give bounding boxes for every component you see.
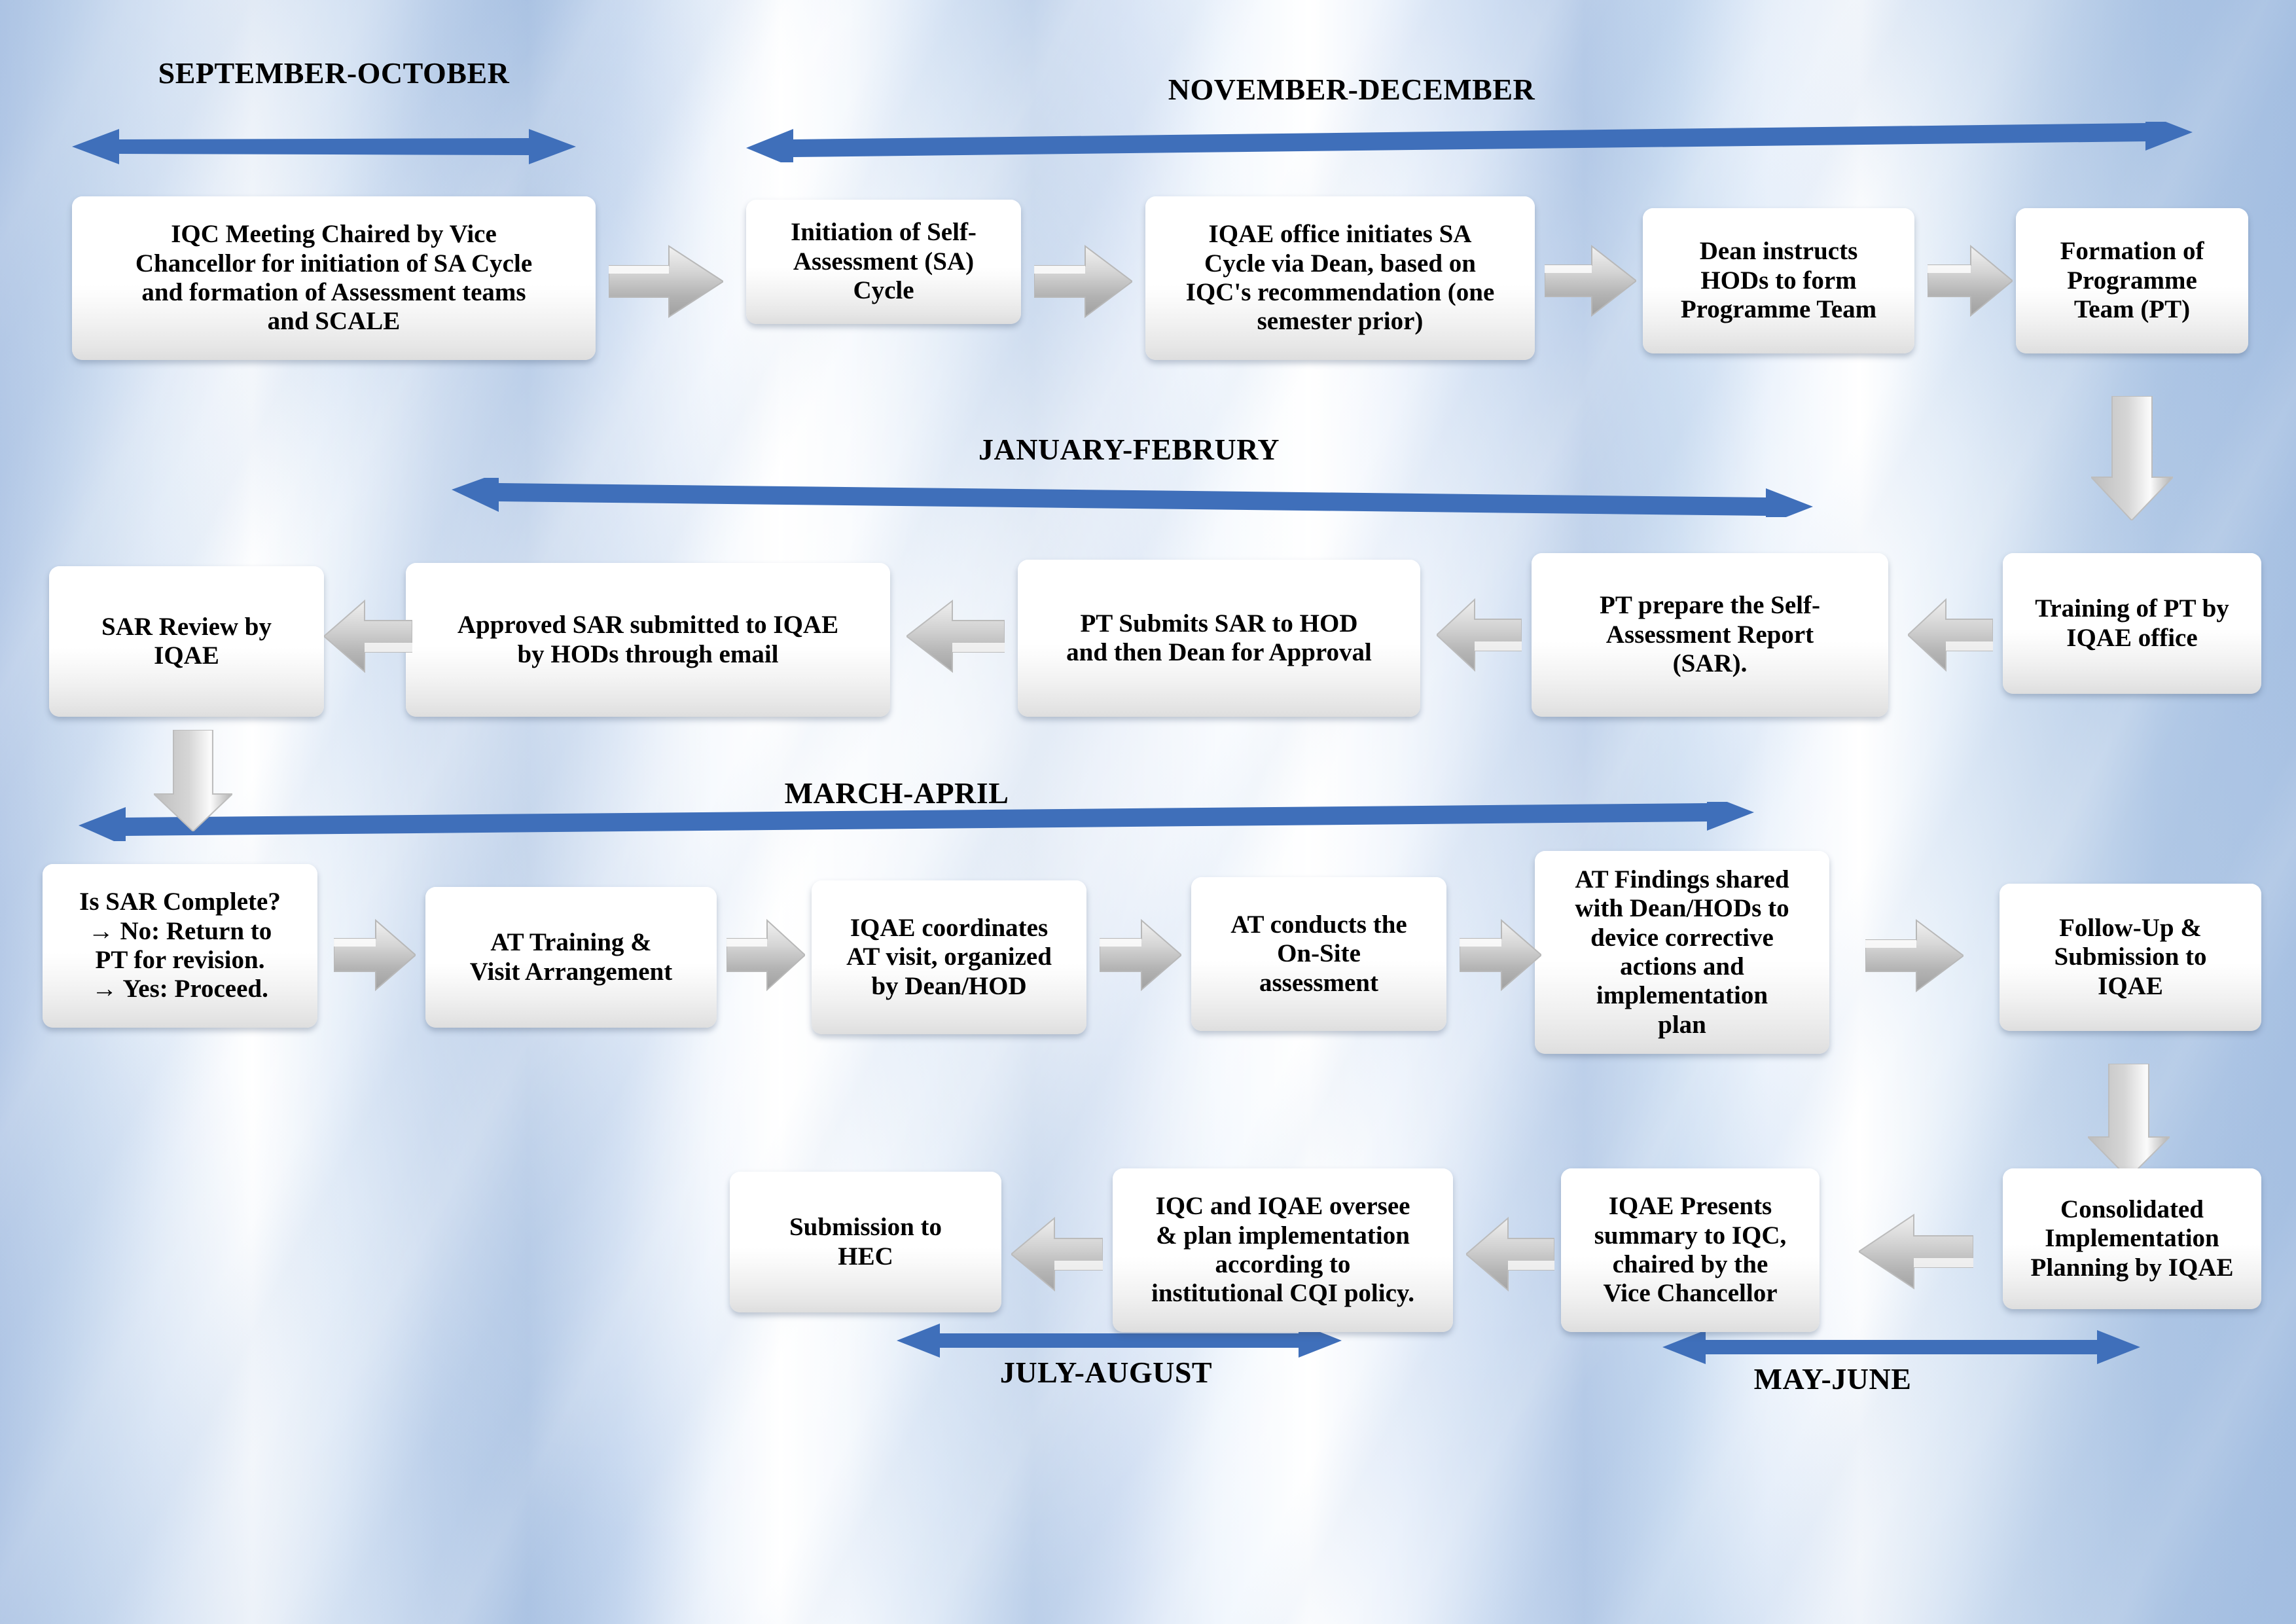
process-box-iqae-coordinates-at-visit[interactable]: IQAE coordinates AT visit, organized by … [812, 880, 1086, 1034]
period-label-january-februry: JANUARY-FEBRURY [978, 433, 1280, 466]
process-box-iqae-initiates-sa-cycle[interactable]: IQAE office initiates SA Cycle via Dean,… [1145, 196, 1535, 360]
process-box-label: IQAE coordinates AT visit, organized by … [846, 913, 1052, 1000]
timeline-arrow-july-august [897, 1322, 1342, 1359]
connector-arrow-down-1 [2091, 396, 2173, 520]
process-box-pt-prepare-sar[interactable]: PT prepare the Self- Assessment Report (… [1532, 553, 1888, 717]
process-box-is-sar-complete[interactable]: Is SAR Complete? → No: Return to PT for … [43, 864, 317, 1028]
process-box-initiation-sa-cycle[interactable]: Initiation of Self- Assessment (SA) Cycl… [746, 200, 1021, 324]
process-box-label: IQAE Presents summary to IQC, chaired by… [1594, 1192, 1787, 1308]
period-label-march-april: MARCH-APRIL [784, 776, 1009, 810]
timeline-arrow-january-februry [452, 478, 1813, 517]
process-box-label: Is SAR Complete? → No: Return to PT for … [79, 888, 281, 1003]
process-box-iqae-presents-summary[interactable]: IQAE Presents summary to IQC, chaired by… [1561, 1168, 1820, 1332]
process-box-label: Submission to HEC [789, 1213, 942, 1271]
process-box-label: Dean instructs HODs to form Programme Te… [1680, 237, 1877, 324]
process-box-label: AT Findings shared with Dean/HODs to dev… [1575, 865, 1789, 1039]
process-box-label: PT prepare the Self- Assessment Report (… [1600, 591, 1820, 678]
process-box-at-training-visit[interactable]: AT Training & Visit Arrangement [425, 887, 717, 1028]
process-box-label: Formation of Programme Team (PT) [2060, 237, 2204, 324]
process-box-label: AT Training & Visit Arrangement [469, 928, 673, 986]
process-box-sar-review-by-iqae[interactable]: SAR Review by IQAE [49, 566, 324, 717]
period-label-july-august: JULY-AUGUST [999, 1356, 1213, 1389]
connector-arrow-down-2 [154, 730, 232, 831]
connector-arrow-left-4 [324, 597, 412, 676]
period-label-november-december: NOVEMBER-DECEMBER [1168, 73, 1535, 106]
process-box-label: Initiation of Self- Assessment (SA) Cycl… [791, 218, 977, 305]
connector-arrow-right-5 [334, 916, 416, 994]
process-box-followup-submission[interactable]: Follow-Up & Submission to IQAE [2000, 884, 2261, 1031]
connector-arrow-right-6 [726, 916, 805, 994]
process-box-at-findings-shared[interactable]: AT Findings shared with Dean/HODs to dev… [1535, 851, 1829, 1054]
period-label-september-october: SEPTEMBER-OCTOBER [158, 56, 510, 90]
connector-arrow-right-8 [1460, 916, 1541, 994]
process-box-label: Consolidated Implementation Planning by … [2030, 1195, 2234, 1282]
connector-arrow-left-3 [906, 597, 1005, 676]
connector-arrow-left-1 [1908, 596, 1993, 674]
connector-arrow-left-2 [1437, 596, 1522, 674]
process-box-consolidated-implementation[interactable]: Consolidated Implementation Planning by … [2003, 1168, 2261, 1309]
process-box-label: Training of PT by IQAE office [2035, 594, 2229, 652]
connector-arrow-right-3 [1545, 242, 1636, 319]
connector-arrow-left-7 [1011, 1214, 1103, 1294]
process-box-label: Follow-Up & Submission to IQAE [2054, 913, 2207, 1000]
process-box-label: AT conducts the On-Site assessment [1230, 910, 1407, 997]
process-box-at-conducts-onsite[interactable]: AT conducts the On-Site assessment [1191, 877, 1446, 1031]
connector-arrow-right-2 [1034, 242, 1132, 321]
process-box-dean-instructs-hods[interactable]: Dean instructs HODs to form Programme Te… [1643, 208, 1914, 353]
process-box-label: IQC Meeting Chaired by Vice Chancellor f… [135, 220, 533, 336]
process-box-iqc-meeting[interactable]: IQC Meeting Chaired by Vice Chancellor f… [72, 196, 596, 360]
timeline-arrow-november-december [746, 122, 2193, 162]
connector-arrow-right-9 [1865, 916, 1964, 995]
process-box-formation-of-pt[interactable]: Formation of Programme Team (PT) [2016, 208, 2248, 353]
process-box-training-of-pt[interactable]: Training of PT by IQAE office [2003, 553, 2261, 694]
process-box-approved-sar-submitted[interactable]: Approved SAR submitted to IQAE by HODs t… [406, 563, 890, 717]
connector-arrow-right-4 [1928, 242, 2013, 319]
timeline-arrow-september-october [72, 128, 576, 166]
connector-arrow-left-5 [1859, 1211, 1973, 1293]
process-box-pt-submits-sar[interactable]: PT Submits SAR to HOD and then Dean for … [1018, 560, 1420, 717]
connector-arrow-right-7 [1100, 916, 1181, 994]
period-label-may-june: MAY-JUNE [1753, 1362, 1912, 1396]
process-box-label: SAR Review by IQAE [101, 612, 272, 670]
connector-arrow-down-3 [2088, 1064, 2170, 1178]
process-box-iqc-iqae-oversee[interactable]: IQC and IQAE oversee & plan implementati… [1113, 1168, 1453, 1332]
process-box-label: IQAE office initiates SA Cycle via Dean,… [1185, 220, 1495, 336]
process-box-label: PT Submits SAR to HOD and then Dean for … [1066, 609, 1372, 666]
process-box-label: IQC and IQAE oversee & plan implementati… [1151, 1192, 1414, 1308]
timeline-arrow-may-june [1662, 1329, 2140, 1365]
process-box-submission-to-hec[interactable]: Submission to HEC [730, 1172, 1001, 1312]
connector-arrow-right-1 [609, 242, 723, 321]
connector-arrow-left-6 [1466, 1214, 1554, 1294]
process-box-label: Approved SAR submitted to IQAE by HODs t… [457, 611, 839, 668]
timeline-arrow-march-april [79, 802, 1754, 841]
